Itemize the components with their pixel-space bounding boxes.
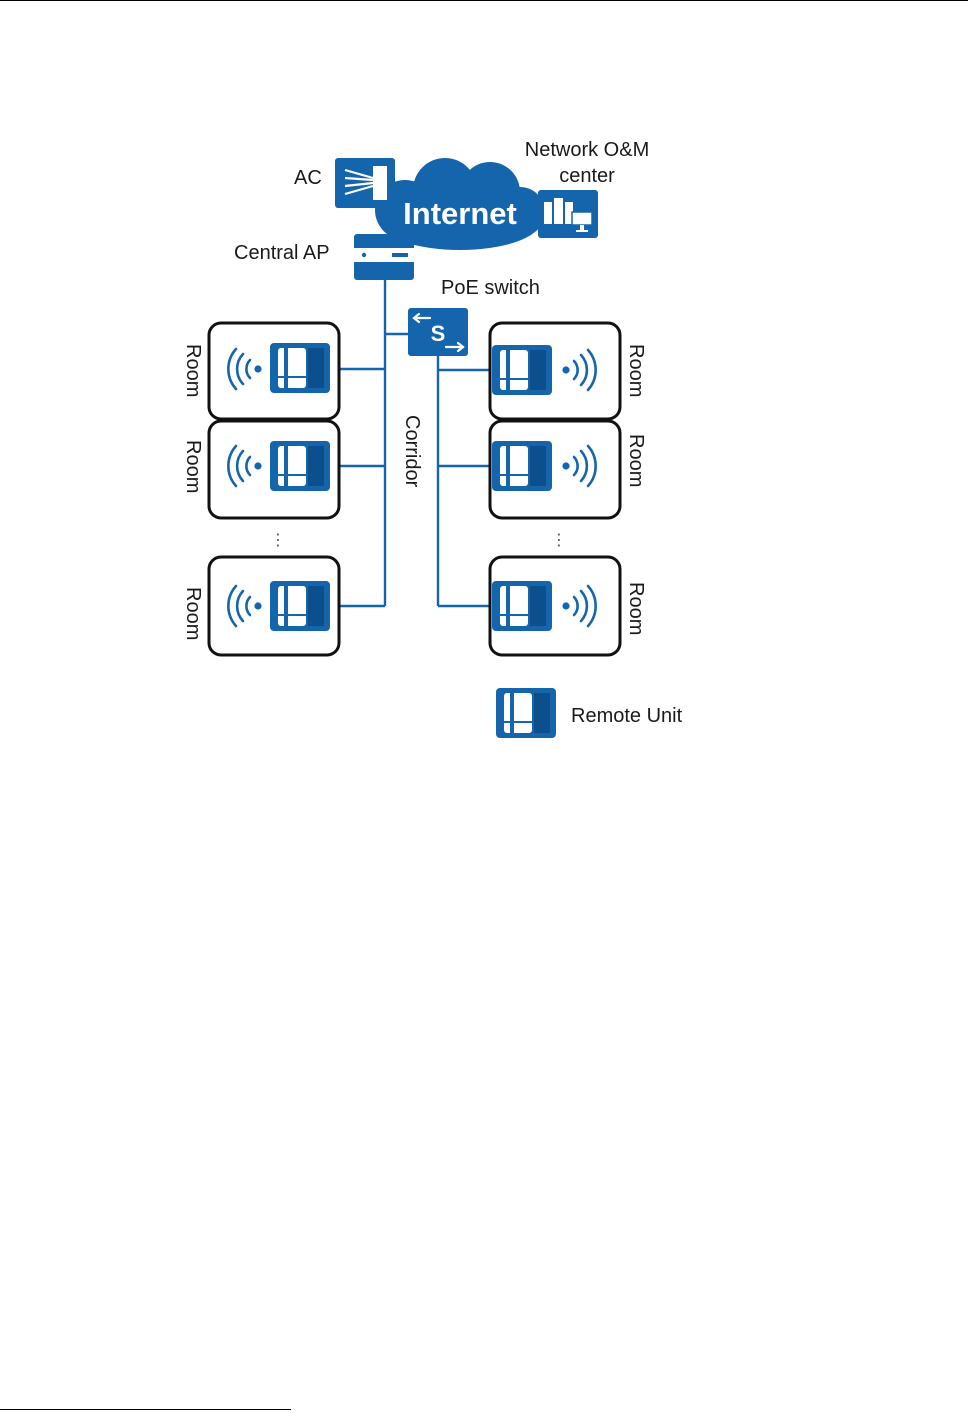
central-ap-icon [354,234,414,280]
poe-switch-icon: S [408,308,468,356]
room-right-2: Room [490,421,647,518]
switch-letter: S [431,321,446,346]
legend: Remote Unit [496,688,683,738]
room-left-2: Room [182,421,339,518]
left-ellipsis: ⋮ [270,530,286,549]
room-left-3: Room [182,557,339,655]
right-ellipsis: ⋮ [551,530,567,549]
room-label: Room [182,344,204,397]
poe-switch-label: PoE switch [441,277,540,299]
noc-label-line1: Network O&M [525,139,649,161]
remote-unit-icon [496,688,556,738]
room-label: Room [625,434,647,487]
central-ap-label: Central AP [234,242,330,264]
legend-label: Remote Unit [571,705,683,727]
room-label: Room [625,582,647,635]
bottom-rule [0,1409,291,1410]
ac-controller-icon [335,158,395,208]
internet-label: Internet [403,196,517,231]
corridor-label: Corridor [401,415,423,488]
noc-server-icon [538,190,598,238]
room-right-1: Room [490,323,647,419]
room-left-1: Room [182,323,339,419]
noc-label-line2: center [559,165,615,187]
room-right-3: Room [490,557,647,655]
room-label: Room [182,440,204,493]
ac-label: AC [294,167,322,189]
room-label: Room [182,587,204,640]
room-label: Room [625,344,647,397]
